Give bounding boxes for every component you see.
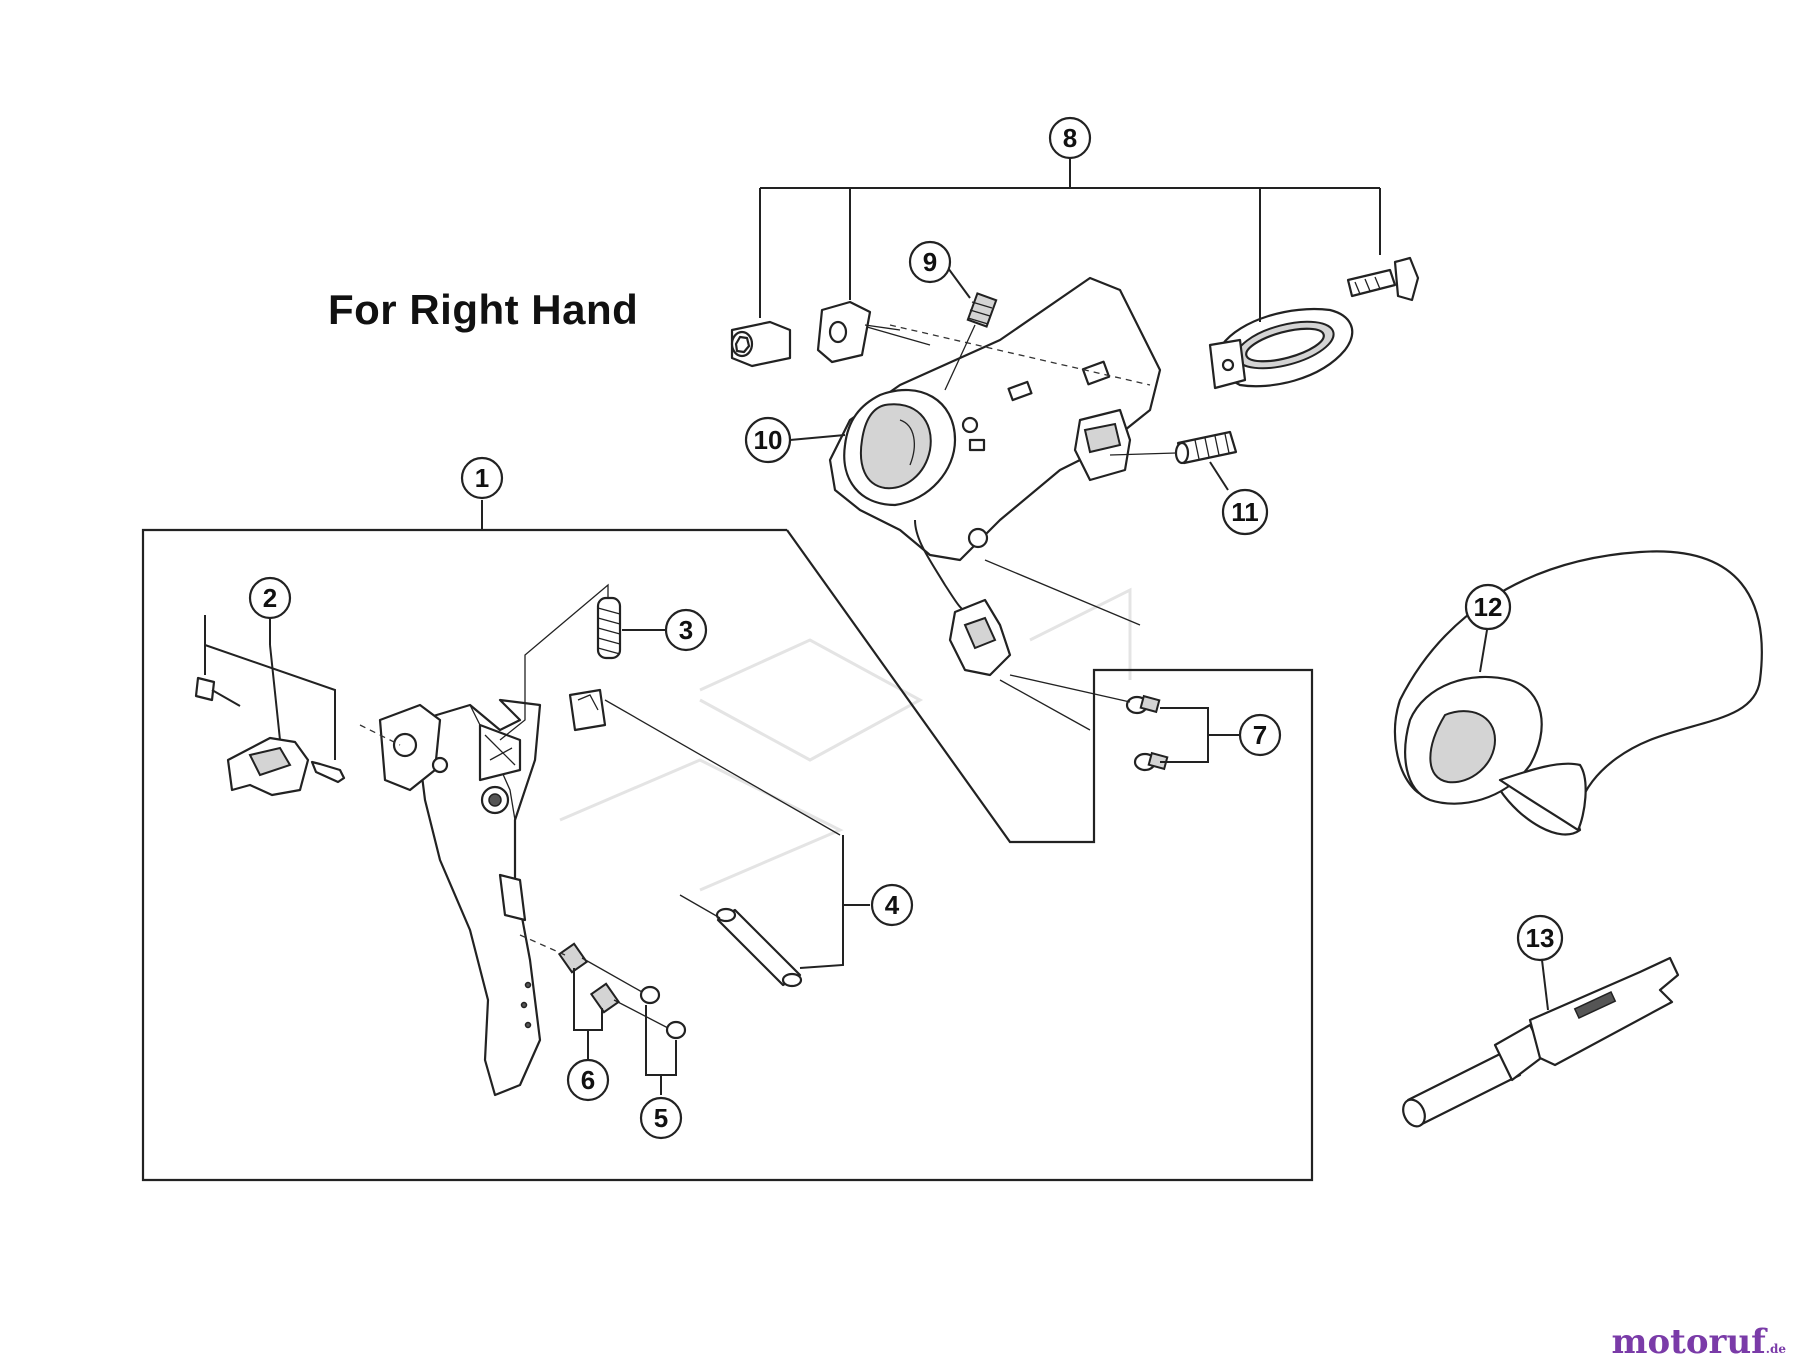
reach-adjust-cap <box>194 676 401 797</box>
bracket-screws <box>1009 674 1169 772</box>
clamp-washer <box>816 300 901 364</box>
watermark: motoruf.de <box>1612 1322 1787 1362</box>
return-spring <box>499 583 622 741</box>
svg-text:7: 7 <box>1253 720 1267 750</box>
assembly-frame-1 <box>141 528 1314 1182</box>
background-pattern <box>559 587 1132 892</box>
band-clamp <box>1208 308 1354 390</box>
pivot-pin <box>568 688 841 988</box>
callout-11: 11 <box>1221 488 1269 536</box>
callout-4: 4 <box>870 883 914 927</box>
adjust-spring <box>1109 430 1238 465</box>
svg-text:1: 1 <box>475 463 489 493</box>
bracket-body <box>828 276 1162 562</box>
diagram-title: For Right Hand <box>328 286 639 333</box>
callout-10: 10 <box>744 416 792 464</box>
callout-8: 8 <box>1048 116 1092 160</box>
small-screws <box>519 934 687 1040</box>
callout-1: 1 <box>460 456 504 500</box>
svg-text:8: 8 <box>1063 123 1077 153</box>
svg-text:6: 6 <box>581 1065 595 1095</box>
clamp-bolt <box>1346 256 1420 302</box>
watermark-brand: motoruf <box>1611 1322 1766 1362</box>
callout-7: 7 <box>1238 713 1282 757</box>
callout-13: 13 <box>1516 914 1564 962</box>
svg-text:5: 5 <box>654 1103 668 1133</box>
svg-text:9: 9 <box>923 247 937 277</box>
set-screw <box>944 292 998 391</box>
svg-text:2: 2 <box>263 583 277 613</box>
tool <box>1402 956 1680 1128</box>
clamp-nut <box>730 320 792 368</box>
cable-connector <box>914 519 1141 731</box>
callout-2: 2 <box>248 576 292 620</box>
svg-text:4: 4 <box>885 890 900 920</box>
svg-text:13: 13 <box>1526 923 1555 953</box>
callout-9: 9 <box>908 240 952 284</box>
callout-6: 6 <box>566 1058 610 1102</box>
svg-text:10: 10 <box>754 425 783 455</box>
callout-3: 3 <box>664 608 708 652</box>
svg-text:3: 3 <box>679 615 693 645</box>
bracket-cover-hood <box>1393 550 1763 836</box>
callout-12: 12 <box>1464 583 1512 631</box>
brake-lever-body <box>378 698 542 1097</box>
svg-text:11: 11 <box>1231 497 1259 527</box>
callout-5: 5 <box>639 1096 683 1140</box>
svg-text:12: 12 <box>1474 592 1503 622</box>
watermark-tld: .de <box>1765 1342 1786 1356</box>
leader-lines <box>204 158 1549 1095</box>
